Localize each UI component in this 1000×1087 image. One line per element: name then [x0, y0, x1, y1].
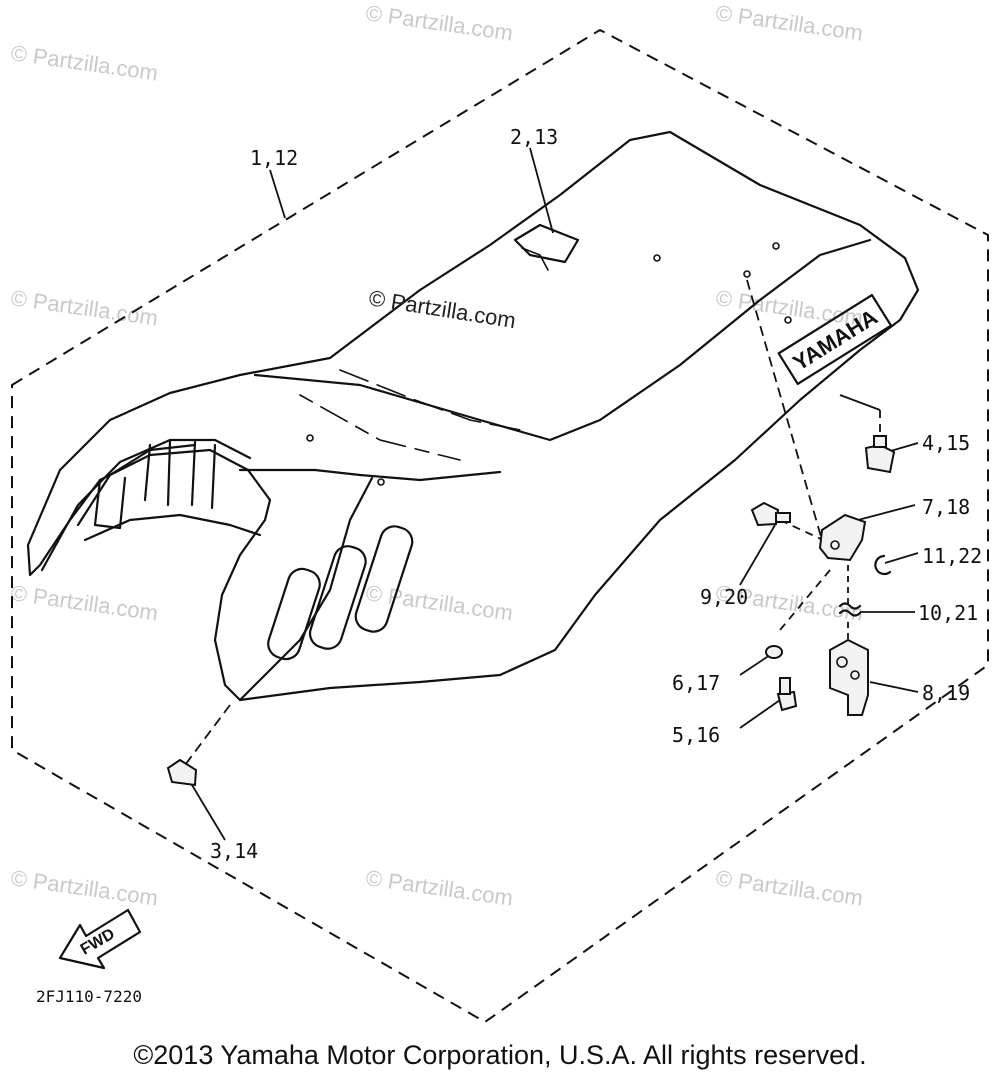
watermark: © Partzilla.com: [9, 865, 159, 910]
center-watermark: © Partzilla.com: [367, 285, 517, 333]
washer-part: [765, 645, 783, 659]
watermark: © Partzilla.com: [714, 0, 864, 45]
watermark: © Partzilla.com: [9, 580, 159, 625]
watermark: © Partzilla.com: [364, 0, 514, 45]
clip-part: [874, 554, 892, 576]
callout-1-12: 1,12: [250, 146, 298, 170]
callout-11-22: 11,22: [922, 544, 982, 568]
damper-part: [864, 435, 896, 474]
callout-2-13: 2,13: [510, 125, 558, 149]
copyright-notice: ©2013 Yamaha Motor Corporation, U.S.A. A…: [133, 1040, 867, 1070]
forward-direction-arrow: FWD: [58, 908, 142, 970]
callout-3-14: 3,14: [210, 839, 258, 863]
seat-strap: [513, 223, 580, 264]
callout-5-16: 5,16: [672, 723, 720, 747]
part-callouts: 1,12 2,13 3,14 4,15 5,16 6,17 7,18 8,19 …: [210, 125, 982, 863]
watermark: © Partzilla.com: [714, 865, 864, 910]
grommet-part: [166, 758, 198, 787]
callout-10-21: 10,21: [918, 601, 978, 625]
hook-bracket-part: [818, 513, 867, 562]
callout-6-17: 6,17: [672, 671, 720, 695]
watermark: © Partzilla.com: [364, 865, 514, 910]
callout-8-19: 8,19: [922, 681, 970, 705]
latch-part: [829, 638, 869, 716]
screw-part: [776, 677, 798, 712]
callout-4-15: 4,15: [922, 431, 970, 455]
callout-9-20: 9,20: [700, 585, 748, 609]
leader-lines: [184, 147, 919, 841]
callout-7-18: 7,18: [922, 495, 970, 519]
spring-part: [838, 602, 862, 617]
hardware-parts: [166, 435, 896, 787]
diagram-code: 2FJ110-7220: [36, 987, 142, 1006]
assembly-boundary: [11, 28, 989, 1024]
watermark: © Partzilla.com: [9, 40, 159, 85]
watermark: © Partzilla.com: [9, 285, 159, 330]
bolt-part: [750, 501, 791, 527]
